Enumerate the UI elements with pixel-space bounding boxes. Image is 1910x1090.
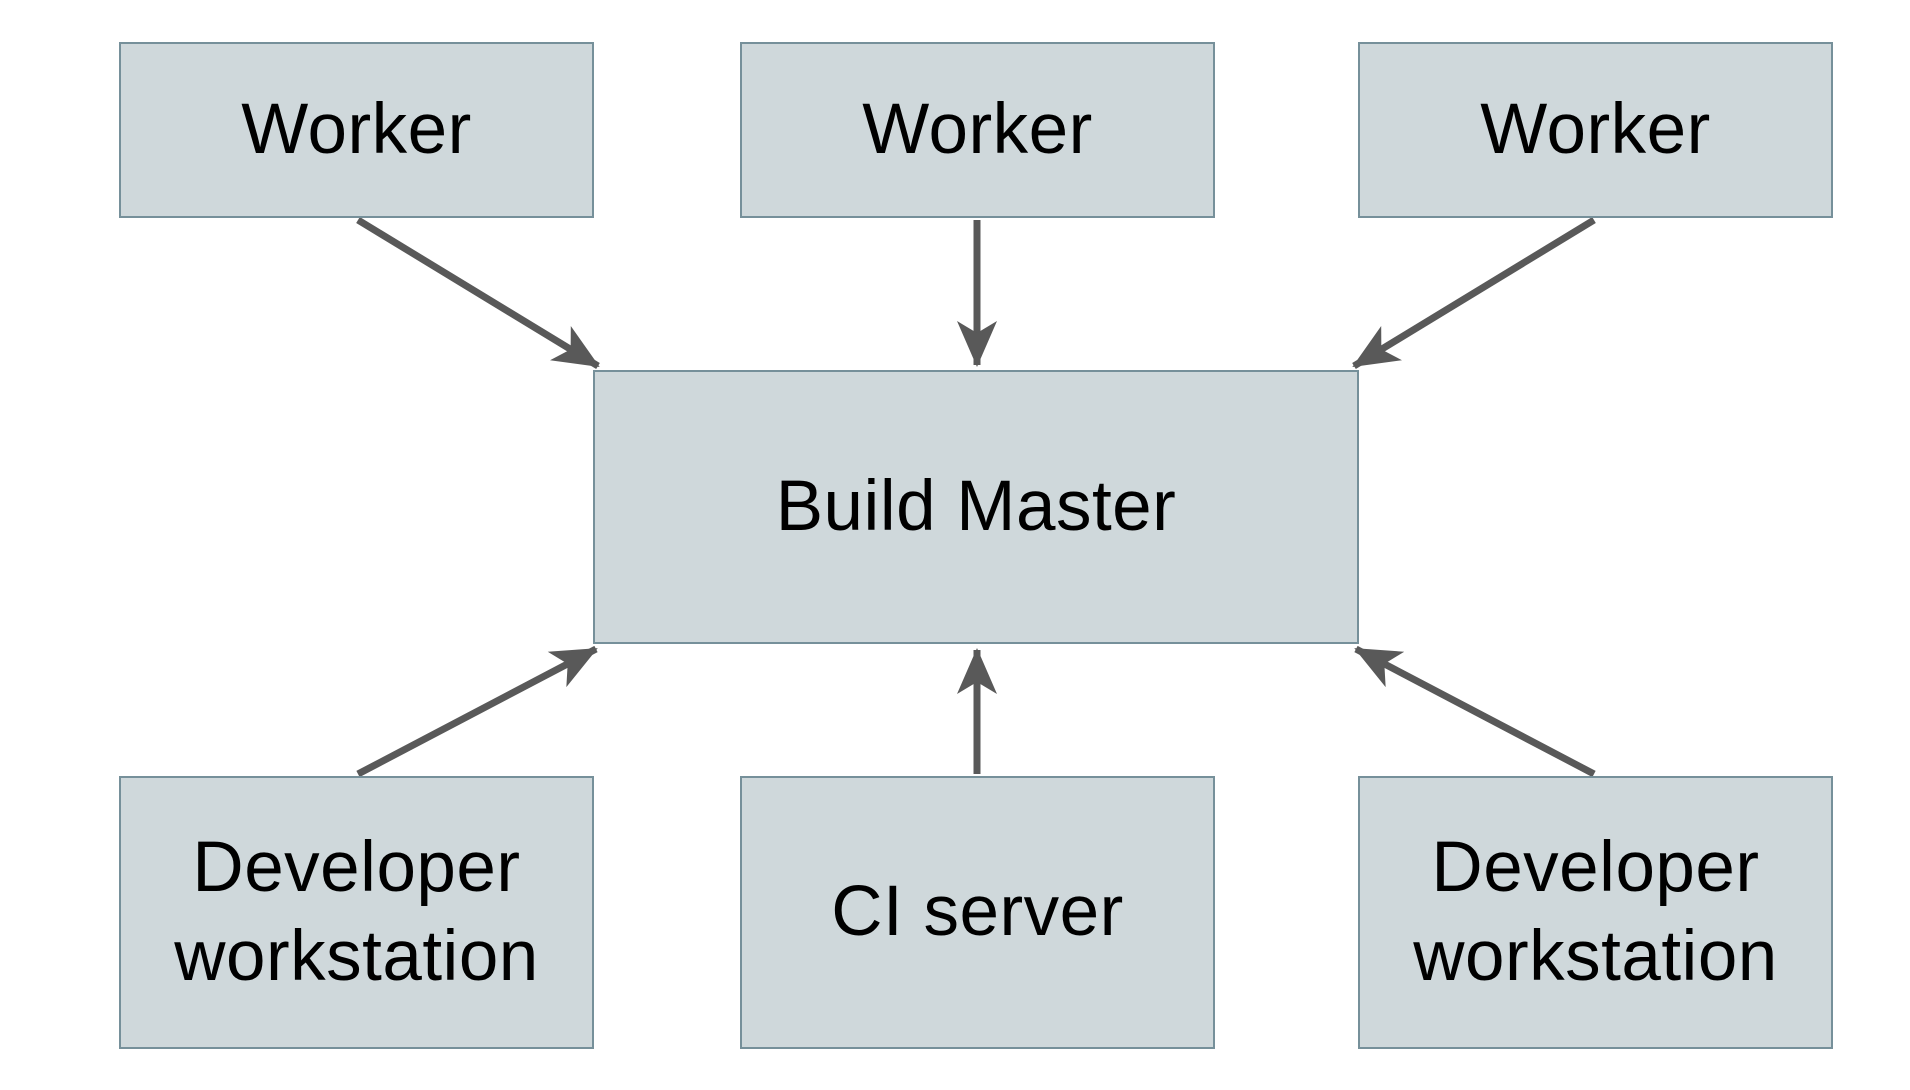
node-build-master: Build Master [593,370,1359,644]
node-worker-3-label: Worker [1480,89,1711,169]
node-worker-2-label: Worker [862,89,1093,169]
arrow-worker3-to-buildmaster [1352,217,1596,369]
node-worker-2: Worker [740,42,1215,218]
node-worker-1: Worker [119,42,594,218]
node-developer-workstation-right-label: Developer workstation [1413,827,1778,996]
arrow-devright-to-buildmaster [1354,645,1596,778]
arrow-devleft-to-buildmaster [356,645,598,778]
node-developer-workstation-right: Developer workstation [1358,776,1833,1049]
node-ci-server-label: CI server [831,872,1124,952]
node-worker-1-label: Worker [241,89,472,169]
node-build-master-label: Build Master [775,466,1177,546]
arrow-worker1-to-buildmaster [356,217,600,369]
node-worker-3: Worker [1358,42,1833,218]
node-ci-server: CI server [740,776,1215,1049]
node-developer-workstation-left: Developer workstation [119,776,594,1049]
node-developer-workstation-left-label: Developer workstation [174,827,539,996]
